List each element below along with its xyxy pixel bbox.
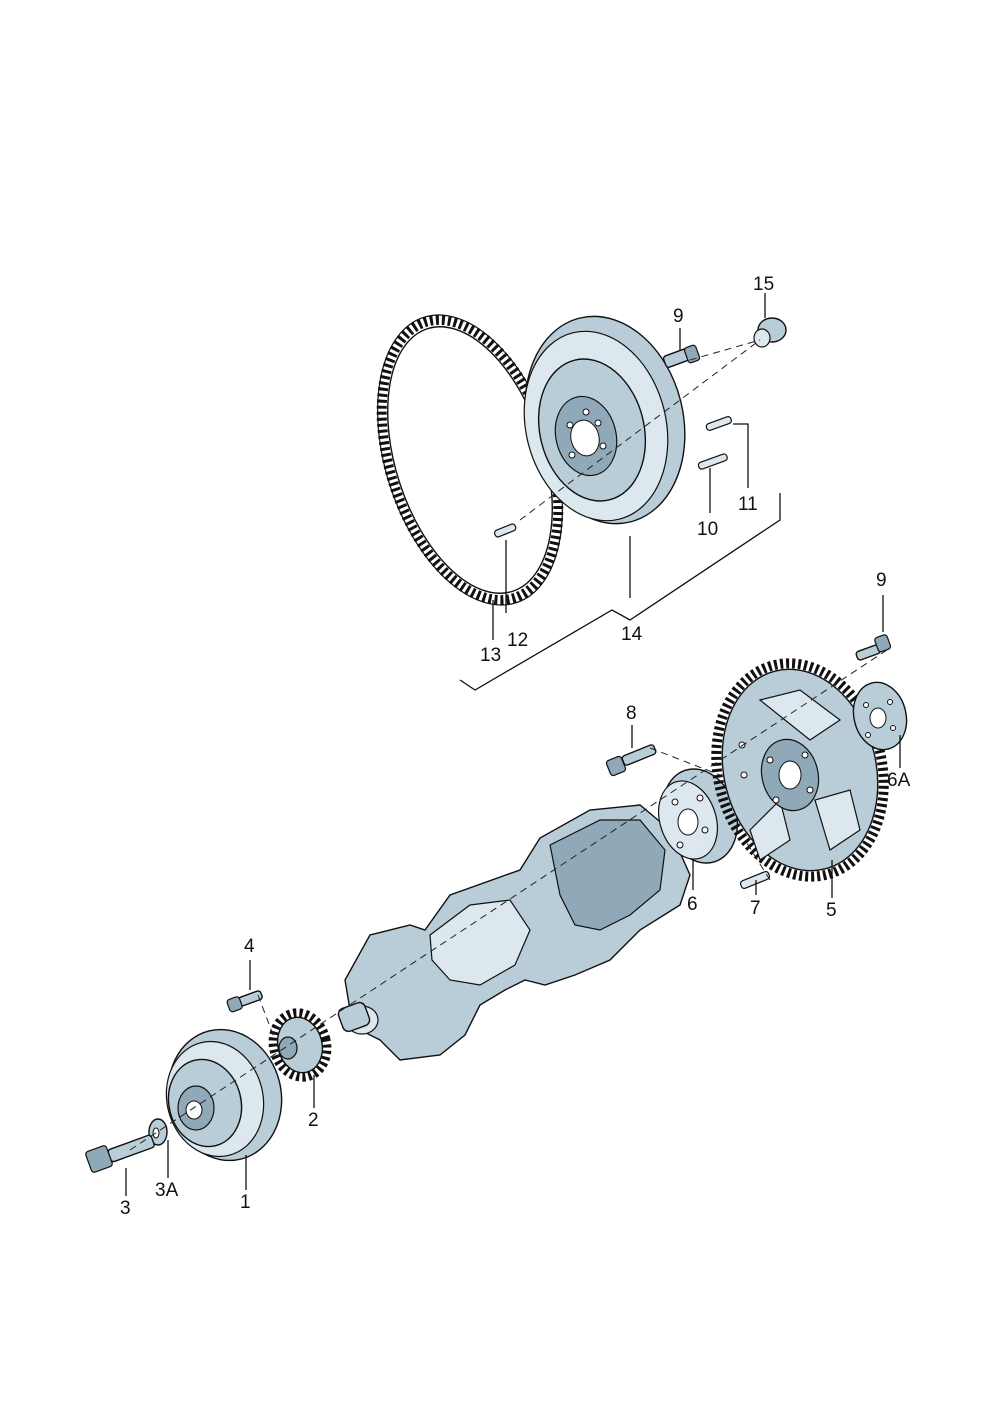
callout-2: 2 bbox=[308, 1110, 319, 1131]
axis-line-pin bbox=[744, 839, 771, 881]
dowel-pin-7 bbox=[739, 870, 771, 890]
axis-line-upper bbox=[519, 339, 761, 521]
dowel-pin-10 bbox=[697, 453, 728, 470]
axis-line-lower bbox=[129, 647, 891, 1151]
callout-10: 10 bbox=[697, 519, 718, 540]
callout-6a: 6A bbox=[887, 770, 911, 791]
flywheel-bolt bbox=[662, 344, 701, 368]
axis-line-sprocket-bolt bbox=[257, 994, 276, 1041]
dowel-pin-12 bbox=[493, 523, 517, 538]
vibration-damper bbox=[165, 1028, 283, 1162]
callout-14: 14 bbox=[621, 624, 643, 645]
callout-4: 4 bbox=[244, 936, 255, 957]
callout-3: 3 bbox=[120, 1198, 131, 1219]
flywheel-assembly bbox=[376, 314, 787, 606]
crankshaft-assembly bbox=[85, 634, 908, 1173]
axis-line-bolt bbox=[689, 339, 761, 361]
dowel-pin-11 bbox=[705, 416, 732, 432]
callout-15: 15 bbox=[753, 274, 774, 295]
callout-8: 8 bbox=[626, 703, 637, 724]
callout-13: 13 bbox=[480, 645, 501, 666]
crank-bolt bbox=[605, 744, 657, 777]
callout-7: 7 bbox=[750, 898, 761, 919]
flywheel-disc bbox=[523, 315, 686, 525]
axis-line-crank-bolt bbox=[649, 747, 721, 776]
crankshaft bbox=[337, 804, 691, 1061]
callout-5: 5 bbox=[826, 900, 837, 921]
sprocket-bolt bbox=[226, 990, 263, 1013]
leader-lines-lower bbox=[125, 595, 901, 1196]
callout-3a: 3A bbox=[155, 1180, 179, 1201]
callout-9-top: 9 bbox=[673, 306, 684, 327]
leader-lines-upper bbox=[459, 293, 781, 691]
callout-6: 6 bbox=[687, 894, 698, 915]
callout-9-right: 9 bbox=[876, 570, 887, 591]
callout-11: 11 bbox=[738, 494, 758, 515]
drive-plate bbox=[711, 658, 889, 882]
callout-12: 12 bbox=[507, 630, 528, 651]
spacer-ring bbox=[658, 768, 739, 864]
pilot-bushing bbox=[753, 317, 787, 348]
washer bbox=[148, 1118, 168, 1146]
reinforcement-plate bbox=[852, 681, 908, 751]
drive-plate-bolt bbox=[855, 634, 892, 661]
callout-1: 1 bbox=[240, 1192, 251, 1213]
crank-sprocket bbox=[268, 1008, 332, 1082]
callout-labels: 15 9 11 10 13 12 14 9 8 6A 6 7 5 4 2 3A … bbox=[120, 274, 911, 1219]
